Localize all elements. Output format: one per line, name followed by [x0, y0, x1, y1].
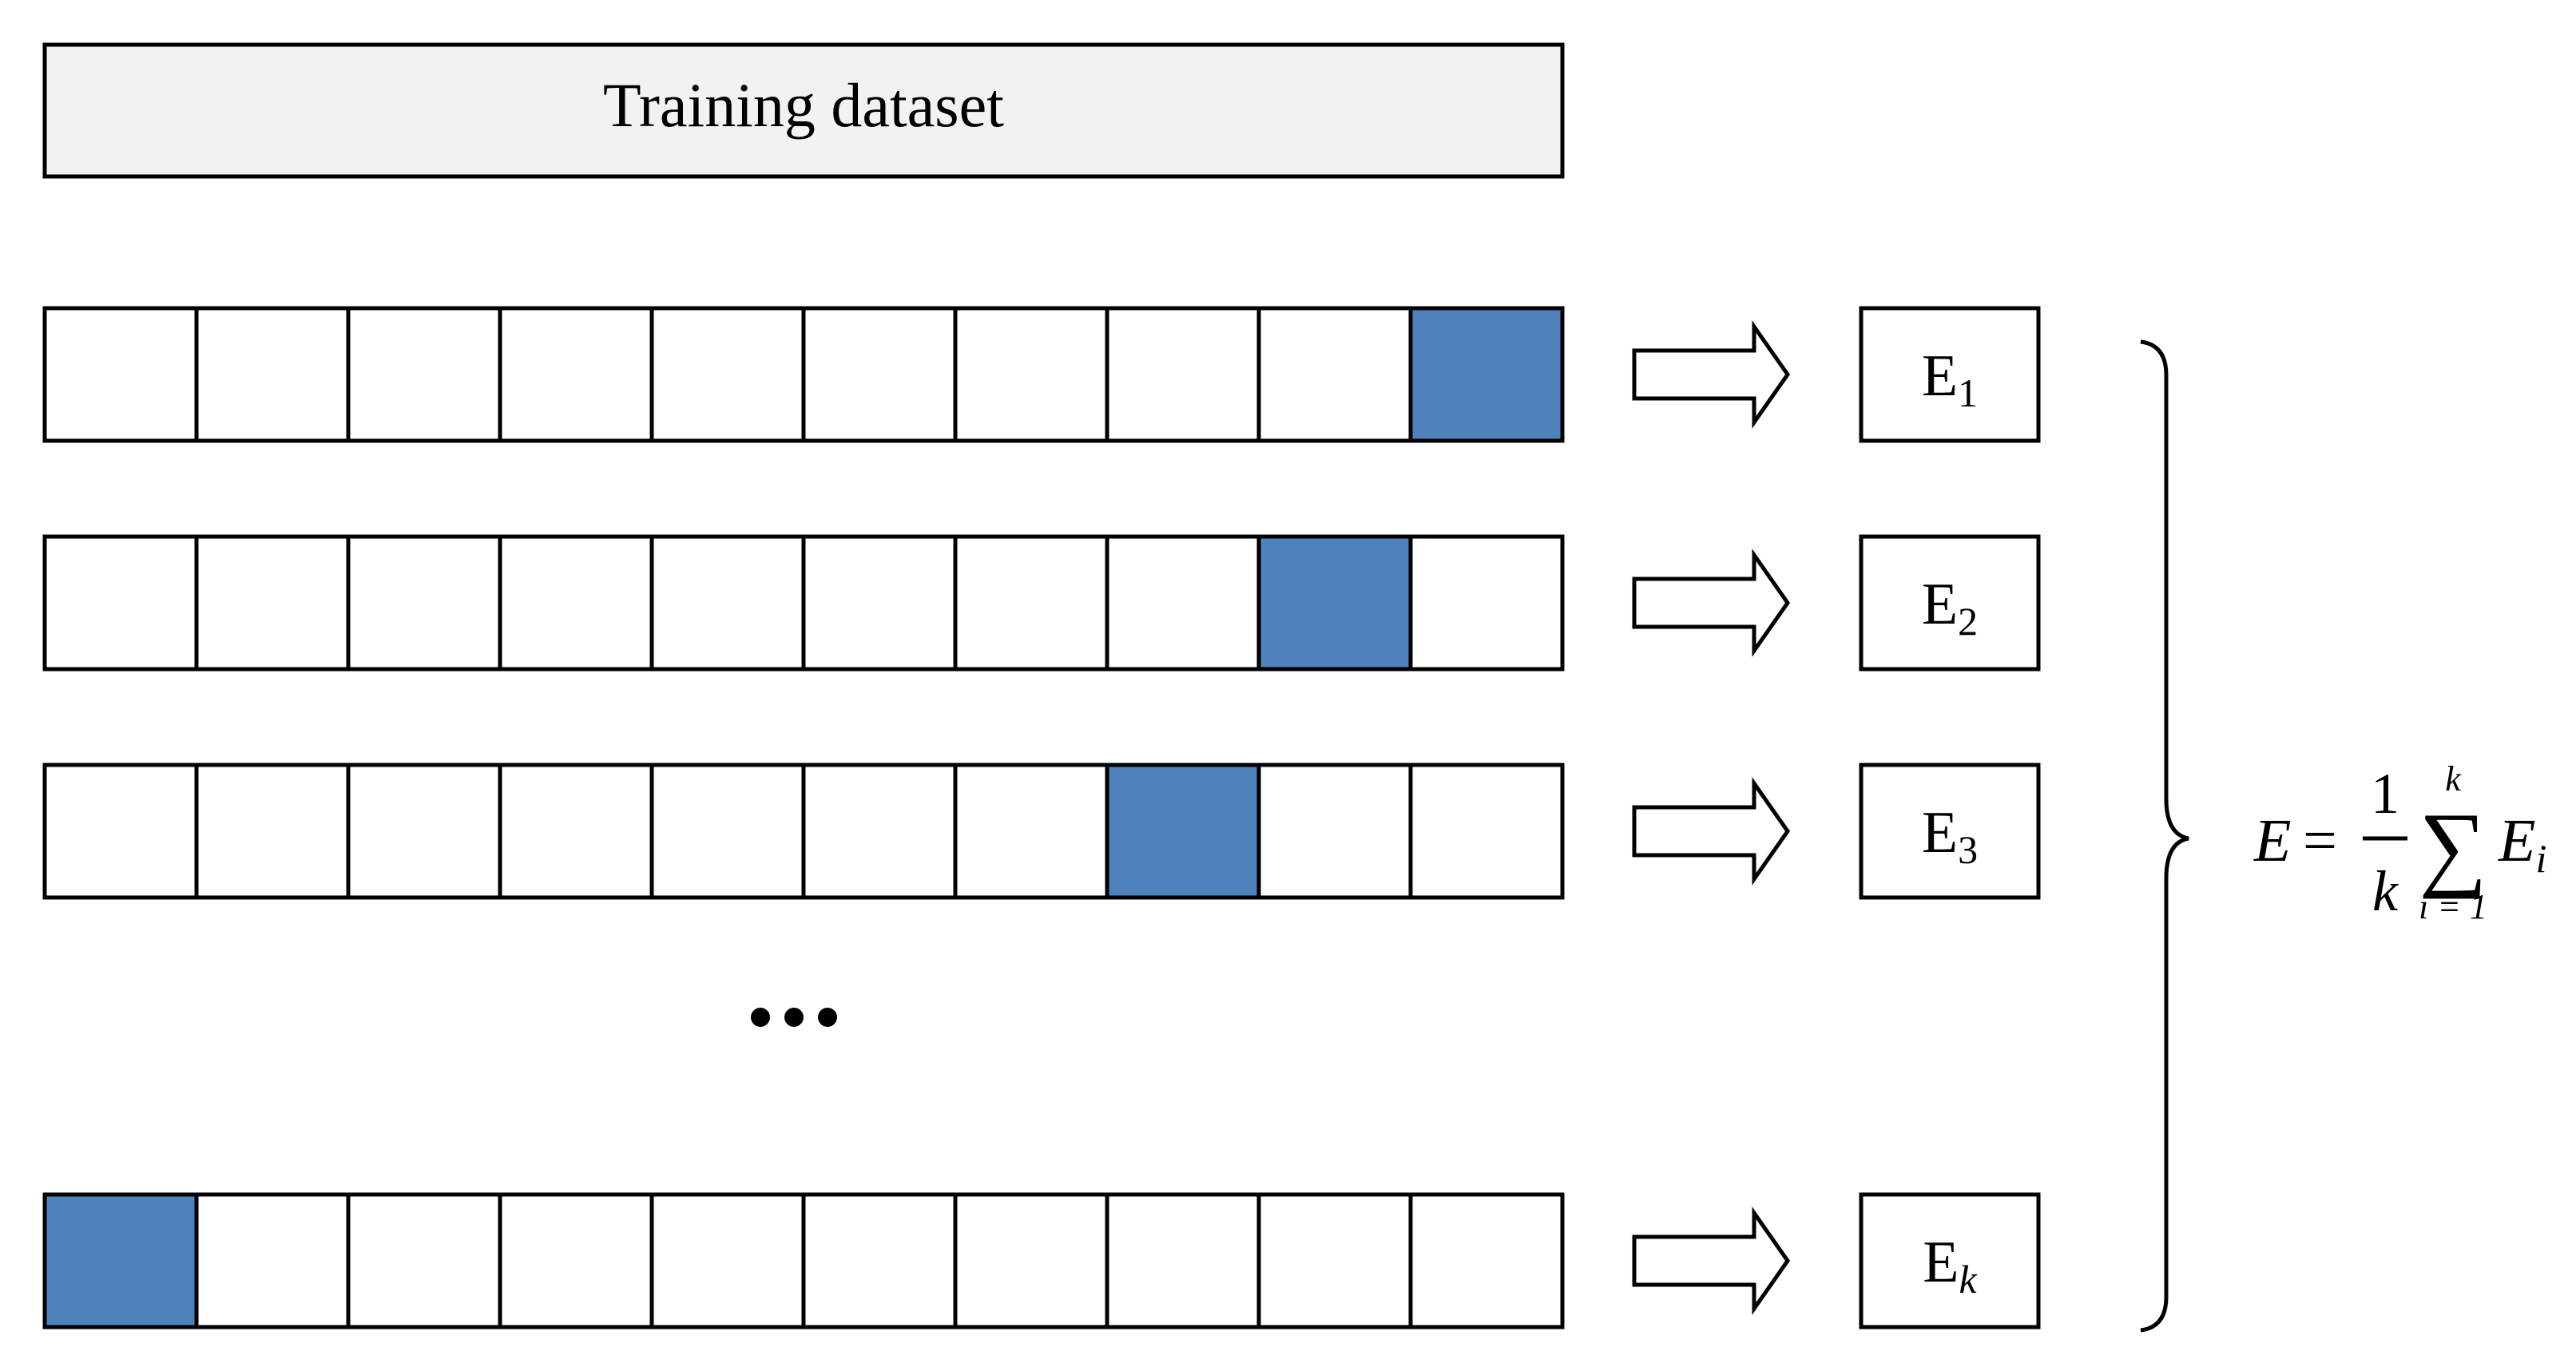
- training-fold-cell: [649, 1192, 806, 1329]
- error-subscript: 1: [1958, 370, 1978, 415]
- training-dataset-label: Training dataset: [603, 70, 1004, 140]
- ellipsis-dot: [818, 1008, 837, 1027]
- training-fold-cell: [194, 534, 351, 672]
- training-fold-cell: [953, 534, 1109, 672]
- validation-fold-cell: [42, 1192, 199, 1329]
- training-fold-cell: [42, 534, 199, 672]
- error-label: Ek: [1923, 1230, 1977, 1302]
- error-box: [1859, 306, 2041, 443]
- training-fold-cell: [498, 534, 654, 672]
- training-fold-cell: [1256, 763, 1413, 900]
- error-label: E3: [1922, 800, 1978, 872]
- arrow-right-icon: [1632, 549, 1791, 657]
- term-subscript: i: [2535, 836, 2546, 881]
- error-subscript: 2: [1958, 599, 1978, 644]
- error-box: [1859, 534, 2041, 672]
- training-fold-cell: [498, 763, 654, 900]
- error-label: E1: [1922, 343, 1978, 415]
- training-dataset-rect: [42, 42, 1565, 179]
- sum-upper-limit: k: [2445, 759, 2462, 798]
- training-fold-cell: [346, 534, 502, 672]
- training-fold-cell: [1256, 1192, 1413, 1329]
- training-fold-cell: [801, 534, 958, 672]
- term-base: E: [2498, 807, 2535, 874]
- right-curly-brace: [2140, 339, 2189, 1333]
- training-fold-cell: [194, 306, 351, 443]
- training-fold-cell: [346, 306, 502, 443]
- training-fold-cell: [953, 306, 1109, 443]
- training-fold-cell: [346, 763, 502, 900]
- formula-term: Ei: [2498, 807, 2546, 881]
- training-fold-cell: [1105, 1192, 1261, 1329]
- ellipsis: [751, 1008, 863, 1032]
- validation-fold-cell: [1256, 534, 1413, 672]
- error-box: [1859, 1192, 2041, 1329]
- training-fold-cell: [1105, 534, 1261, 672]
- fold-row: Ek: [42, 1192, 2041, 1329]
- ellipsis-dot: [751, 1008, 770, 1027]
- training-fold-cell: [649, 534, 806, 672]
- training-fold-cell: [498, 306, 654, 443]
- fold-row: E1: [42, 306, 2041, 443]
- training-fold-cell: [1256, 306, 1413, 443]
- arrow-right-icon: [1632, 777, 1791, 886]
- validation-fold-cell: [1105, 763, 1261, 900]
- training-fold-cell: [1408, 1192, 1565, 1329]
- training-fold-cell: [953, 1192, 1109, 1329]
- training-fold-cell: [649, 763, 806, 900]
- training-fold-cell: [953, 763, 1109, 900]
- training-fold-cell: [42, 763, 199, 900]
- training-fold-cell: [1408, 763, 1565, 900]
- arrow-right-icon: [1632, 1207, 1791, 1315]
- formula-denominator: k: [2372, 859, 2399, 923]
- training-fold-cell: [1408, 534, 1565, 672]
- training-fold-cell: [801, 763, 958, 900]
- formula-numerator: 1: [2371, 762, 2399, 826]
- sum-symbol: ∑: [2419, 793, 2487, 899]
- error-base: E: [1922, 800, 1958, 866]
- error-subscript: 3: [1958, 827, 1978, 872]
- fold-row: E2: [42, 534, 2041, 672]
- training-fold-cell: [1105, 306, 1261, 443]
- formula-equals: =: [2303, 807, 2337, 874]
- fold-row: E3: [42, 763, 2041, 900]
- training-fold-cell: [801, 306, 958, 443]
- formula-lhs: E: [2253, 807, 2291, 874]
- average-error-formula: E = 1 k k ∑ i = 1 Ei: [2253, 759, 2546, 926]
- training-fold-cell: [194, 1192, 351, 1329]
- error-base: E: [1922, 343, 1958, 409]
- error-label: E2: [1922, 572, 1978, 644]
- ellipsis-dot: [784, 1008, 804, 1027]
- sum-lower-limit: i = 1: [2419, 887, 2487, 926]
- training-fold-cell: [42, 306, 199, 443]
- error-box: [1859, 763, 2041, 900]
- training-fold-cell: [498, 1192, 654, 1329]
- error-base: E: [1922, 572, 1958, 637]
- training-dataset-box: Training dataset: [42, 42, 1565, 179]
- training-fold-cell: [649, 306, 806, 443]
- error-subscript: k: [1959, 1257, 1978, 1302]
- training-fold-cell: [346, 1192, 502, 1329]
- training-fold-cell: [801, 1192, 958, 1329]
- training-fold-cell: [194, 763, 351, 900]
- validation-fold-cell: [1408, 306, 1565, 443]
- error-base: E: [1923, 1230, 1959, 1295]
- arrow-right-icon: [1632, 320, 1791, 429]
